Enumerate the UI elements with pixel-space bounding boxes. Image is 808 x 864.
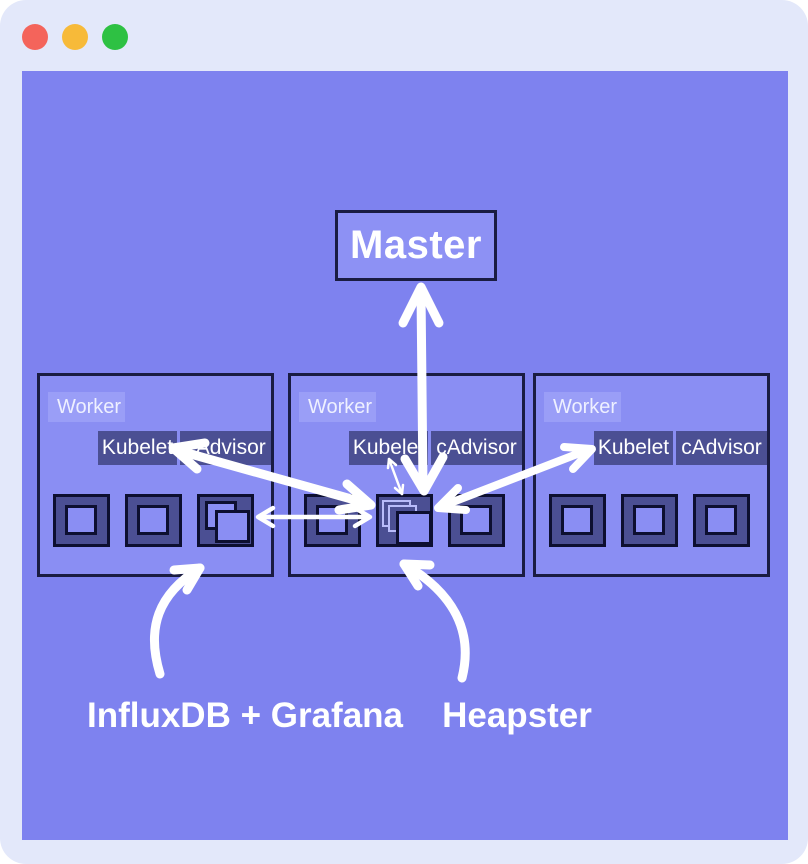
window-titlebar — [0, 0, 808, 71]
worker-3-title: Worker — [544, 392, 621, 422]
minimize-button[interactable] — [62, 24, 88, 50]
worker-node-3: Worker Kubelet cAdvisor — [533, 373, 770, 577]
worker-node-1: Worker Kubelet cAdvisor — [37, 373, 274, 577]
worker-node-2: Worker Kubelet cAdvisor — [288, 373, 525, 577]
worker-1-title: Worker — [48, 392, 125, 422]
container-icon — [304, 494, 361, 547]
worker-1-kubelet-chip: Kubelet — [98, 431, 177, 465]
container-icon — [621, 494, 678, 547]
master-node: Master — [335, 210, 497, 281]
close-button[interactable] — [22, 24, 48, 50]
container-icon — [693, 494, 750, 547]
container-icon — [125, 494, 182, 547]
diagram-canvas: Master Worker Kubelet cAdvisor Worker Ku… — [22, 71, 788, 840]
stacked-containers-icon — [197, 494, 254, 547]
influxdb-grafana-label: InfluxDB + Grafana — [86, 696, 404, 735]
worker-3-kubelet-chip: Kubelet — [594, 431, 673, 465]
worker-2-kubelet-chip: Kubelet — [349, 431, 428, 465]
worker-2-cadvisor-chip: cAdvisor — [431, 431, 522, 465]
heapster-label: Heapster — [442, 696, 592, 735]
stacked-containers-icon — [376, 494, 433, 547]
container-icon — [53, 494, 110, 547]
master-label: Master — [350, 223, 482, 267]
container-icon — [448, 494, 505, 547]
zoom-button[interactable] — [102, 24, 128, 50]
container-icon — [549, 494, 606, 547]
worker-1-cadvisor-chip: cAdvisor — [180, 431, 271, 465]
worker-2-title: Worker — [299, 392, 376, 422]
worker-3-cadvisor-chip: cAdvisor — [676, 431, 767, 465]
